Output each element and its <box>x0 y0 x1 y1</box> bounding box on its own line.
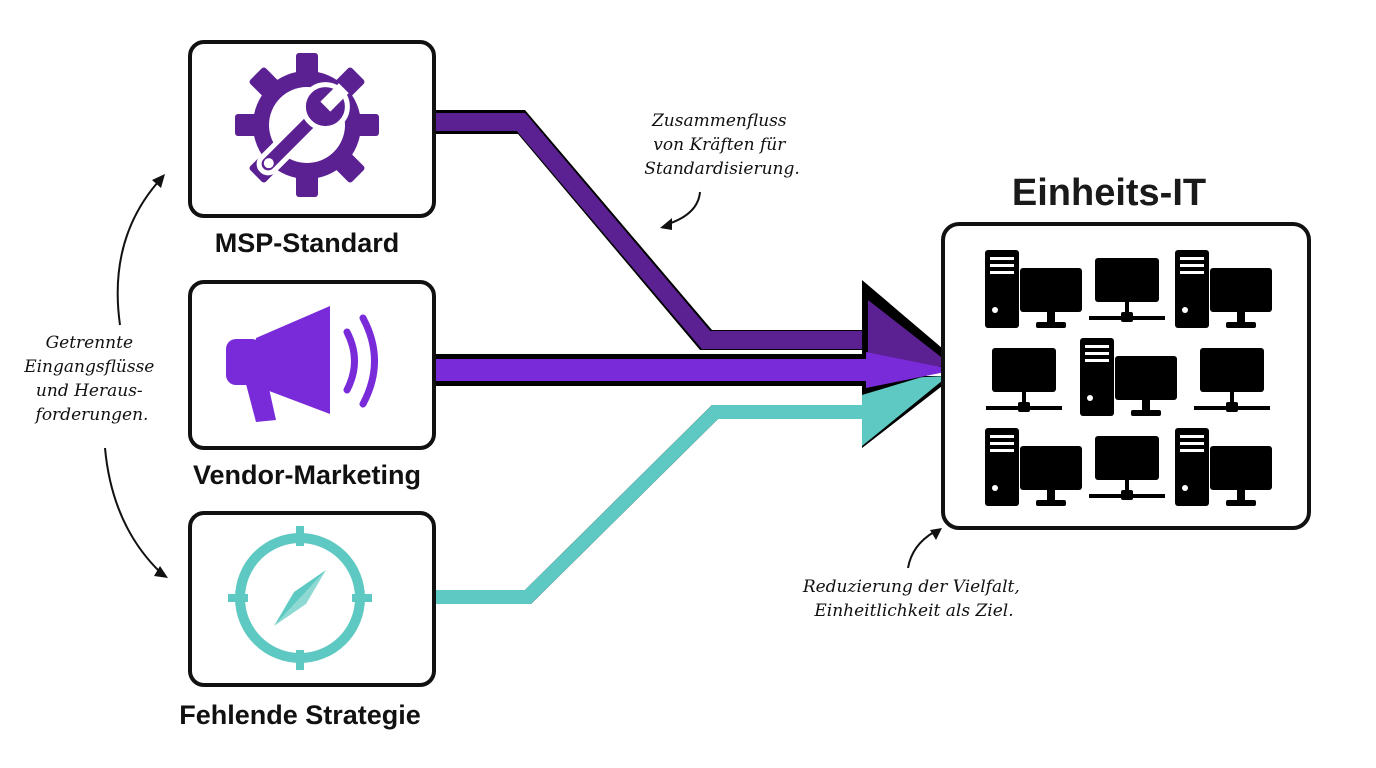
curved-arrow-icon <box>104 447 161 573</box>
target-einheits-it <box>941 222 1311 530</box>
source-vendor-marketing: Vendor-Marketing <box>188 280 436 490</box>
target-title: Einheits-IT <box>1012 172 1206 214</box>
annotation-top-text: Zusammenfluss von Kräften für Standardis… <box>644 111 800 179</box>
gear-wrench-icon <box>235 53 379 197</box>
source-label: Fehlende Strategie <box>179 700 421 730</box>
source-label: Vendor-Marketing <box>193 460 421 490</box>
computer-grid-icon <box>985 250 1272 506</box>
annotation-bottom-text: Reduzierung der Vielfalt, Einheitlichkei… <box>802 577 1025 621</box>
source-msp-standard: MSP-Standard <box>188 40 436 258</box>
megaphone-icon <box>226 306 378 422</box>
annotation-top: Zusammenfluss von Kräften für Standardis… <box>644 111 800 230</box>
annotation-bottom: Reduzierung der Vielfalt, Einheitlichkei… <box>802 528 1025 621</box>
annotation-left: Getrennte Eingangsflüsse und Heraus- for… <box>23 174 168 578</box>
source-label: MSP-Standard <box>215 228 400 258</box>
flow-arrow-vendor <box>430 352 955 388</box>
source-fehlende-strategie: Fehlende Strategie <box>179 511 436 730</box>
curved-arrow-icon <box>667 191 701 225</box>
annotation-left-text: Getrennte Eingangsflüsse und Heraus- for… <box>23 333 160 425</box>
curved-arrow-icon <box>116 181 159 326</box>
compass-icon <box>228 526 372 670</box>
curved-arrow-icon <box>907 531 935 569</box>
flow-arrows <box>430 110 962 604</box>
flow-arrow-strategy <box>430 376 955 604</box>
